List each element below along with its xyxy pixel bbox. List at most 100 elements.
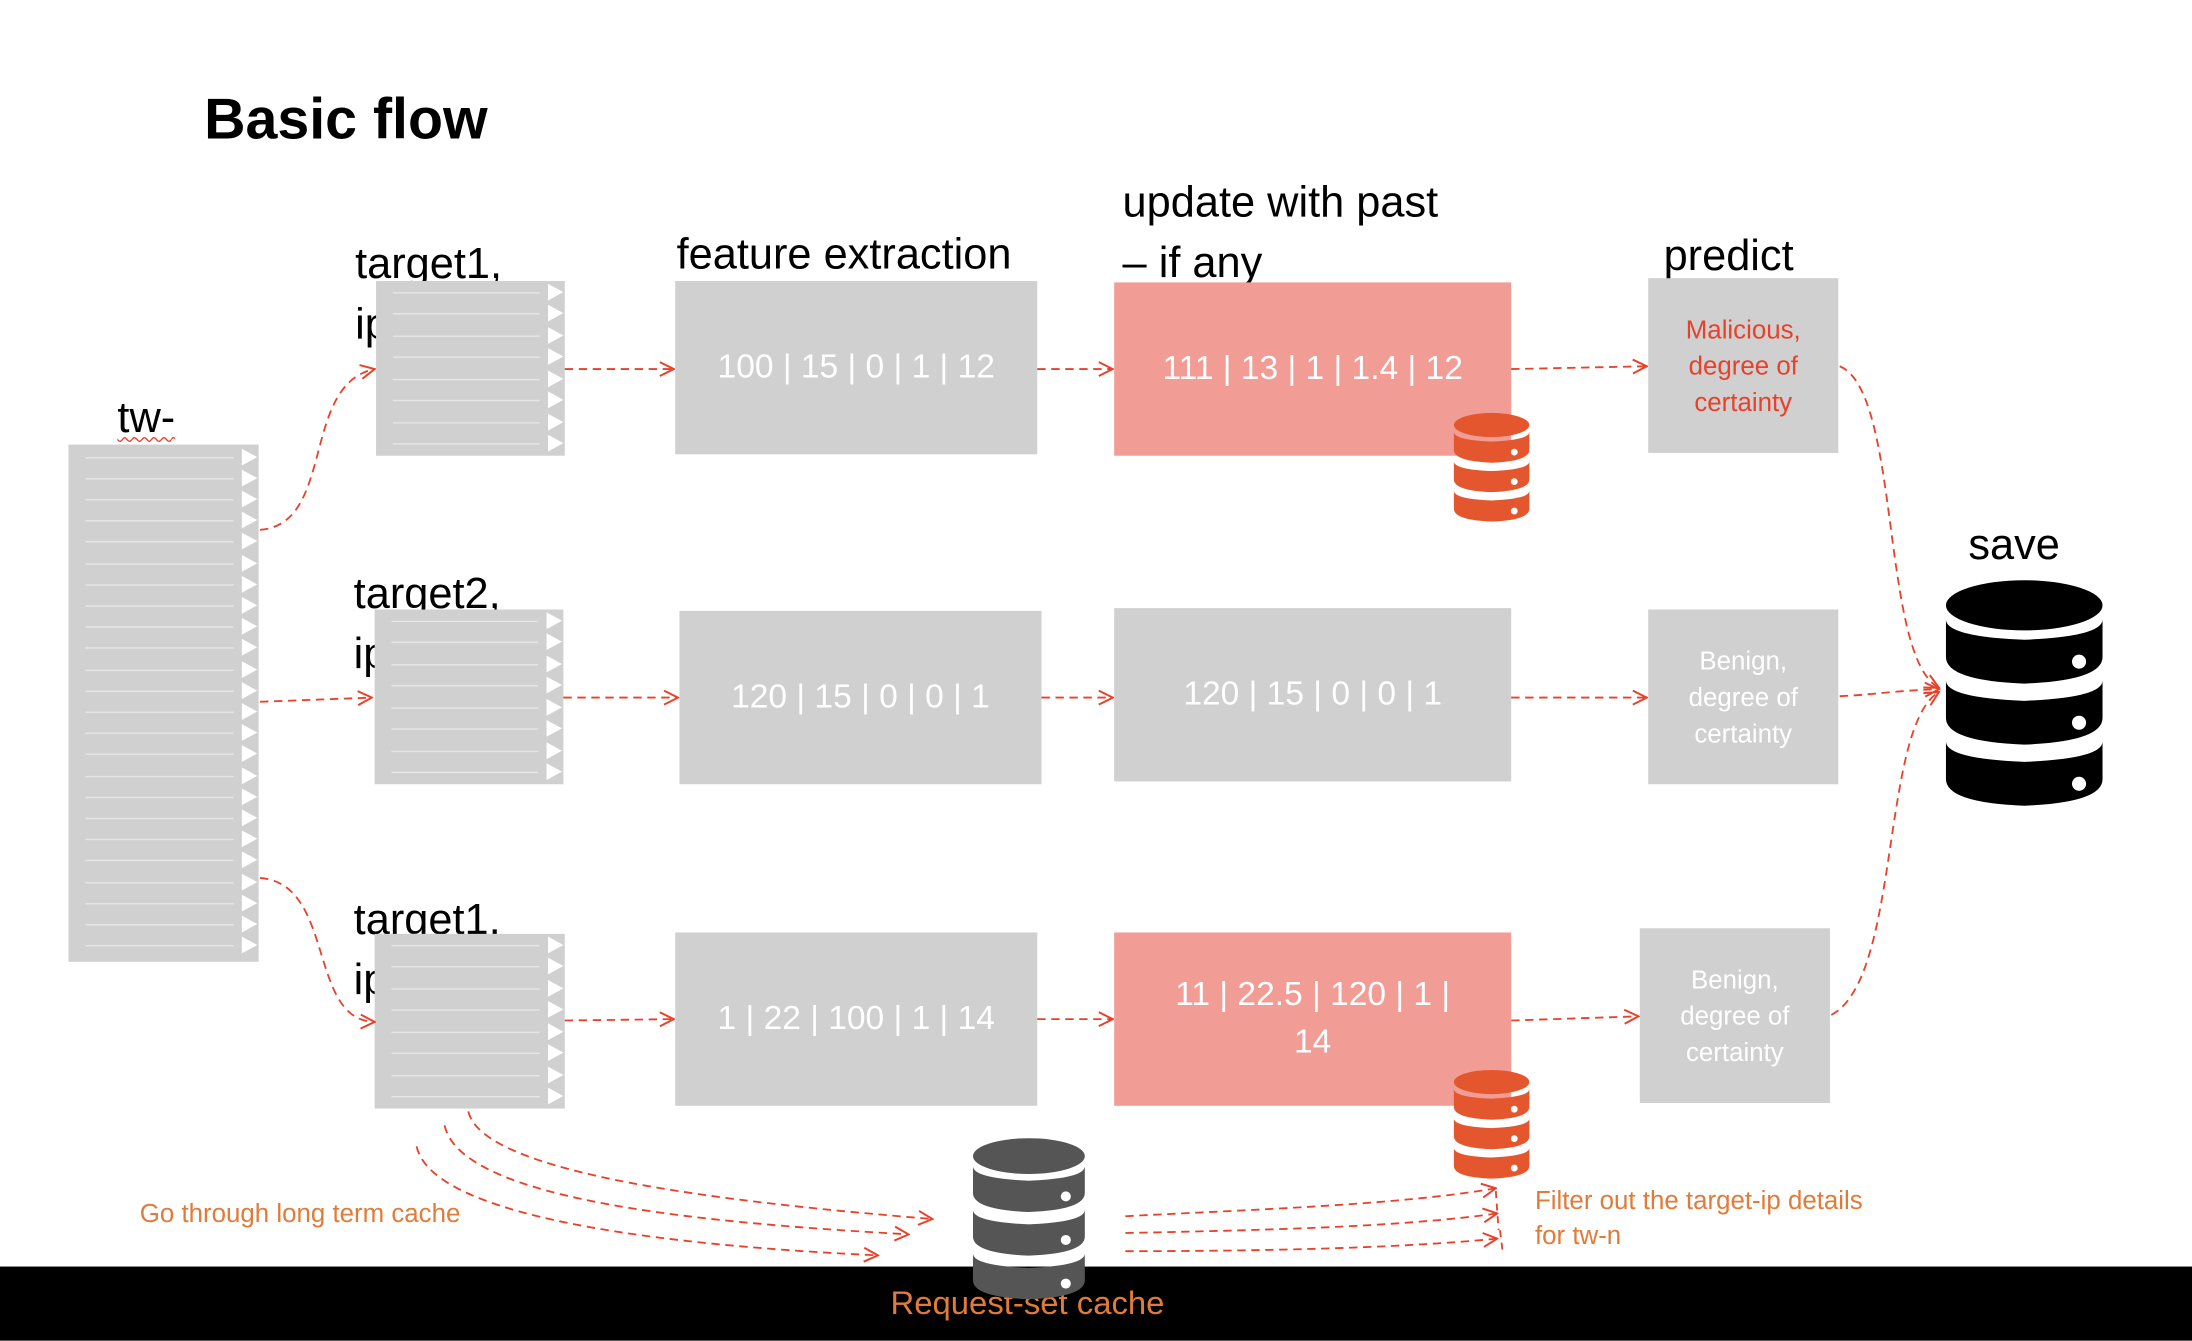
row2-features-box: 120 | 15 | 0 | 0 | 1 (679, 610, 1042, 785)
slide-title: Basic flow (204, 86, 488, 151)
list-row-line (392, 313, 540, 315)
list-row-line (391, 620, 539, 622)
list-row-marker (241, 469, 258, 487)
list-row-marker (241, 490, 258, 508)
list-row-line (85, 669, 234, 671)
row1-prediction-line1: Malicious, (1685, 313, 1801, 344)
list-row-marker (548, 305, 564, 322)
list-row-marker (241, 830, 258, 848)
list-row-line (391, 1009, 540, 1012)
list-row-line (391, 1096, 540, 1098)
list-row-marker (241, 745, 258, 763)
row2-prediction-line2: degree of (1688, 681, 1798, 711)
list-row-line (391, 750, 539, 752)
list-row-marker (241, 554, 258, 572)
list-row-line (391, 966, 540, 968)
list-row-line (85, 711, 234, 713)
list-row-marker (548, 391, 564, 409)
filter-tick-1 (1494, 1190, 1500, 1231)
arrow-cache-1 (467, 1111, 932, 1219)
list-row-line (85, 817, 234, 820)
list-row-line (85, 796, 234, 798)
list-row-marker (548, 1066, 564, 1084)
arrow-filter-2 (1125, 1213, 1497, 1234)
list-row-marker (548, 370, 564, 387)
list-row-marker (241, 639, 258, 657)
arrow-row1-update-to-predict (1511, 366, 1647, 369)
arrow-row3-update-to-predict (1511, 1016, 1638, 1020)
list-row-marker (548, 936, 564, 954)
header-predict: predict (1663, 230, 1794, 280)
list-row-marker (241, 915, 258, 933)
list-row-marker (546, 676, 562, 694)
footer-bar (0, 1266, 2192, 1341)
list-row-line (391, 663, 539, 666)
row1-features-box: 100 | 15 | 0 | 1 | 12 (675, 280, 1038, 455)
arrow-row2-predict-to-save (1839, 689, 1939, 696)
arrow-cache-2 (443, 1125, 909, 1234)
list-row-marker (548, 435, 564, 452)
list-row-line (391, 728, 539, 731)
list-row-marker (548, 1001, 564, 1019)
list-row-line (85, 754, 234, 756)
row1-prediction-box: Malicious, degree of certainty (1648, 278, 1839, 453)
arrow-cache-3 (415, 1146, 878, 1255)
list-row-marker (241, 873, 258, 890)
list-row-line (85, 605, 234, 607)
row3-prediction-line1: Benign, (1691, 963, 1779, 994)
note-filter-line2: for tw-n (1534, 1220, 1622, 1250)
database-icon-orange (1453, 412, 1530, 522)
database-icon-grey (972, 1138, 1085, 1300)
list-row-marker (241, 660, 258, 678)
list-row-marker (546, 633, 562, 651)
list-row-line (391, 1074, 540, 1077)
list-row-line (85, 456, 234, 458)
list-row-marker (546, 655, 562, 673)
list-row-marker (241, 575, 258, 593)
list-row-line (391, 1053, 540, 1055)
list-row-line (85, 924, 234, 926)
database-icon-orange (1453, 1069, 1530, 1179)
list-row-marker (546, 698, 562, 716)
list-row-marker (548, 326, 564, 344)
row3-prediction-box: Benign, degree of certainty (1639, 928, 1830, 1103)
list-row-line (85, 520, 234, 522)
list-row-marker (548, 1087, 564, 1105)
list-row-marker (241, 766, 258, 784)
list-row-line (392, 400, 540, 402)
row2-updated-box: 120 | 15 | 0 | 0 | 1 (1114, 608, 1512, 782)
list-row-marker (548, 348, 564, 366)
list-row-marker (546, 763, 562, 781)
list-row-line (392, 378, 540, 380)
list-row-marker (548, 413, 564, 431)
list-row-line (85, 775, 234, 777)
row3-prediction-line2: degree of (1680, 1000, 1790, 1030)
list-row-marker (241, 788, 258, 805)
list-row-line (85, 860, 234, 862)
list-row-marker (546, 611, 562, 629)
row1-prediction-line2: degree of (1688, 350, 1798, 380)
list-row-marker (241, 533, 258, 550)
list-row-marker (548, 283, 564, 301)
list-row-line (85, 881, 234, 883)
list-row-line (85, 499, 234, 501)
list-row-marker (241, 681, 258, 699)
row1-target-label-line1: target1, (355, 239, 503, 288)
list-row-marker (548, 957, 564, 975)
header-update-with-past: update with past – if any (1123, 172, 1439, 292)
list-row-line (85, 562, 234, 565)
list-row-marker (241, 618, 258, 635)
row3-updated-line1: 11 | 22.5 | 120 | 1 | (1175, 975, 1451, 1014)
list-row-line (392, 443, 540, 445)
tw-n-label-line1: tw- (117, 392, 176, 442)
list-row-line (392, 291, 540, 294)
list-row-marker (241, 511, 258, 529)
list-row-line (85, 541, 234, 543)
list-row-line (85, 732, 234, 735)
list-row-marker (548, 979, 564, 997)
tw-n-list (68, 444, 259, 962)
list-row-line (85, 477, 234, 480)
filter-tick-2 (1499, 1230, 1504, 1253)
header-update-with-past-line1: update with past (1122, 177, 1439, 227)
